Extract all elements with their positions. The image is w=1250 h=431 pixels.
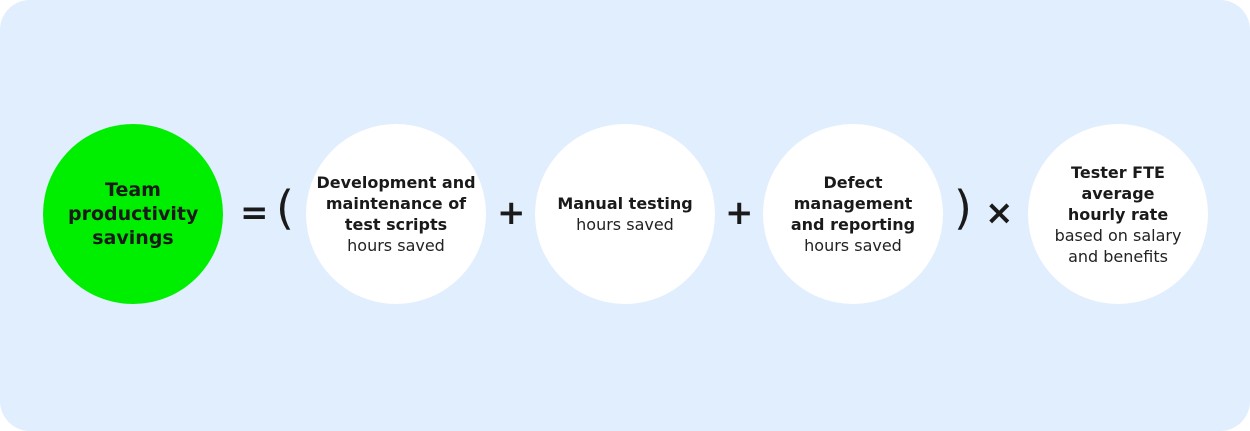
plus-sign: + (725, 193, 754, 233)
close-paren: ) (954, 181, 972, 235)
times-sign: × (985, 193, 1014, 233)
term-subtitle: hours saved (804, 236, 902, 255)
term-dev-maintenance: Development and maintenance of test scri… (306, 124, 486, 304)
equals-sign: = (240, 193, 269, 233)
term-subtitle: based on salary and benefits (1054, 225, 1182, 266)
result-circle: Team productivity savings (43, 124, 223, 304)
term-subtitle: hours saved (576, 215, 674, 234)
plus-sign: + (497, 193, 526, 233)
term-title: Defect management and reporting (790, 173, 916, 234)
term-hourly-rate: Tester FTE average hourly rate based on … (1028, 124, 1208, 304)
term-manual-testing: Manual testing hours saved (535, 124, 715, 304)
open-paren: ( (276, 181, 294, 235)
term-title: Tester FTE average hourly rate (1067, 162, 1169, 224)
term-defect-management: Defect management and reporting hours sa… (763, 124, 943, 304)
term-title: Manual testing (557, 194, 693, 213)
result-label: Team productivity savings (68, 179, 199, 249)
term-title: Development and maintenance of test scri… (316, 173, 476, 234)
term-subtitle: hours saved (347, 236, 445, 255)
